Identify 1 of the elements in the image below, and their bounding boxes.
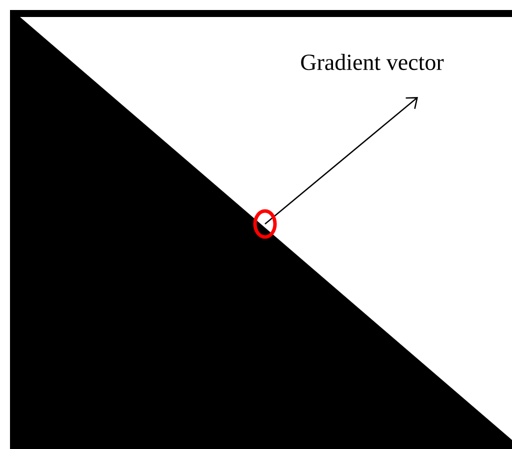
label: Gradient vector <box>301 54 444 70</box>
